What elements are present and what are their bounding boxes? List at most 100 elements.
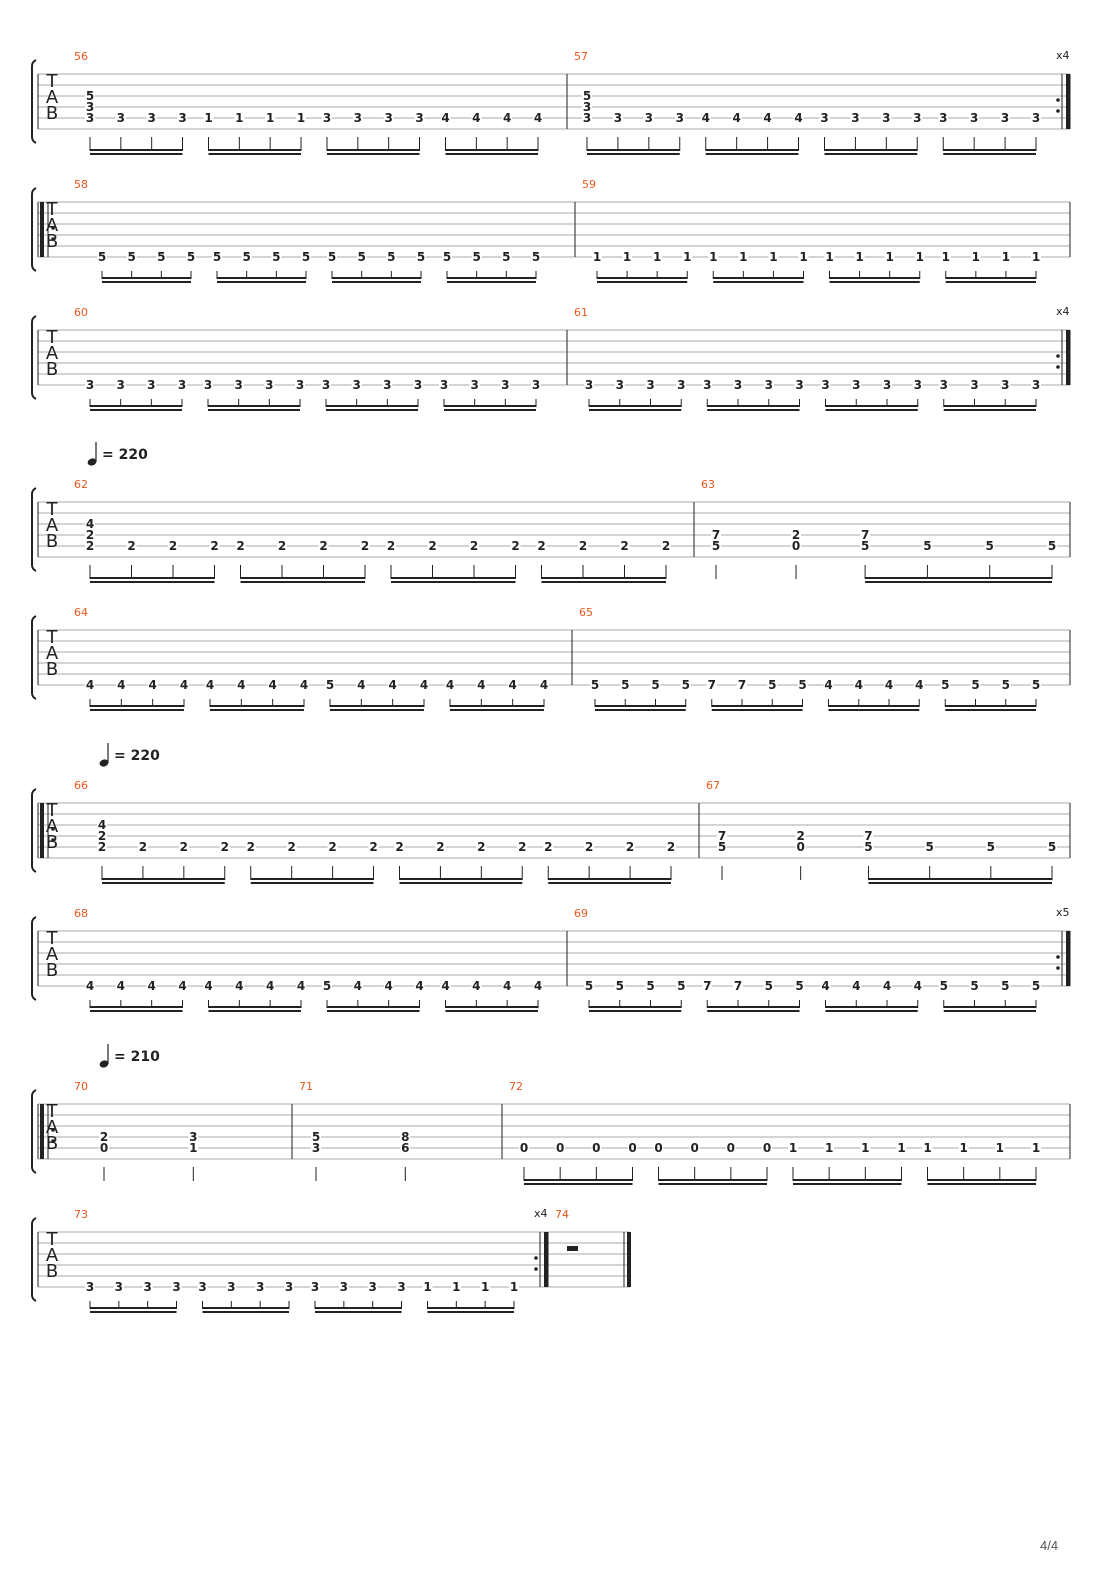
system-bracket [31, 916, 37, 1001]
fret-number: 1 [769, 250, 777, 264]
fret-mask [881, 112, 892, 124]
fret-number: 1 [452, 1280, 460, 1294]
measure-number: 66 [74, 779, 88, 792]
fret-number: 4 [540, 678, 548, 692]
fret-number: 5 [621, 678, 629, 692]
beam [240, 577, 365, 579]
fret-mask [209, 540, 220, 552]
system-bracket [31, 788, 37, 873]
fret-number: 2 [287, 840, 295, 854]
fret-number: 5 [1032, 678, 1040, 692]
measure-number: 56 [74, 50, 88, 63]
fret-mask [368, 841, 379, 853]
fret-mask [147, 679, 158, 691]
fret-mask [126, 540, 137, 552]
fret-mask [451, 1281, 462, 1293]
fret-number: 4 [86, 678, 94, 692]
fret-mask [203, 379, 213, 391]
beam [102, 878, 225, 880]
fret-mask [85, 540, 95, 552]
fret-number: 4 [147, 979, 155, 993]
fret-number: 0 [592, 1141, 600, 1155]
fret-number: 2 [579, 539, 587, 553]
fret-number: 4 [86, 979, 94, 993]
tab-clef-letter: B [46, 231, 58, 252]
fret-number: 1 [739, 250, 747, 264]
fret-number: 3 [734, 378, 742, 392]
tab-clef-letter: T [46, 928, 59, 949]
tab-clef-letter: T [46, 199, 59, 220]
fret-number: 3 [415, 111, 423, 125]
fret-mask [480, 1281, 491, 1293]
fret-number: 3 [86, 1280, 94, 1294]
fret-number: 5 [312, 1130, 320, 1144]
repeat-count: x4 [534, 1207, 548, 1220]
beam [217, 277, 306, 279]
beam [90, 1307, 177, 1309]
fret-number: 3 [86, 100, 94, 114]
fret-number: 3 [227, 1280, 235, 1294]
fret-mask [310, 1281, 320, 1293]
fret-mask [661, 540, 671, 552]
fret-number: 3 [970, 111, 978, 125]
fret-mask [156, 251, 167, 263]
fret-mask [394, 841, 405, 853]
fret-number: 3 [256, 1280, 264, 1294]
fret-number: 5 [1048, 539, 1056, 553]
fret-number: 3 [384, 111, 392, 125]
beam [943, 153, 1036, 155]
fret-mask [439, 379, 449, 391]
fret-mask [367, 1281, 378, 1293]
fret-mask [471, 112, 482, 124]
beam [445, 1010, 538, 1012]
beam [713, 277, 804, 279]
tab-clef-letter: T [46, 71, 59, 92]
fret-mask [509, 1281, 519, 1293]
repeat-start-thick-bar [40, 1104, 44, 1159]
repeat-dot [1056, 109, 1060, 113]
fret-mask [383, 112, 394, 124]
beam [824, 153, 918, 155]
fret-mask [711, 540, 721, 552]
beam [450, 709, 544, 711]
fret-mask [85, 379, 95, 391]
tab-clef-letter: B [46, 832, 58, 853]
beam [943, 1006, 1036, 1008]
beam [427, 1311, 514, 1313]
measure-number: 67 [706, 779, 720, 792]
fret-number: 4 [178, 979, 186, 993]
fret-number: 2 [436, 840, 444, 854]
fret-number: 5 [768, 678, 776, 692]
tab-clef-letter: B [46, 1133, 58, 1154]
fret-number: 3 [677, 378, 685, 392]
fret-number: 4 [472, 979, 480, 993]
fret-number: 5 [127, 250, 135, 264]
fret-mask [824, 251, 835, 263]
fret-mask [327, 841, 338, 853]
fret-number: 2 [169, 539, 177, 553]
fret-number: 3 [882, 111, 890, 125]
fret-mask [680, 679, 691, 691]
fret-number: 4 [384, 979, 392, 993]
fret-mask [938, 980, 949, 992]
fret-mask [969, 112, 980, 124]
fret-number: 3 [198, 1280, 206, 1294]
fret-mask [969, 379, 980, 391]
beam [447, 281, 536, 283]
fret-mask [295, 379, 305, 391]
fret-number: 4 [883, 979, 891, 993]
beam [391, 581, 516, 583]
fret-mask [1047, 540, 1057, 552]
repeat-dot [51, 226, 55, 230]
measure-number: 73 [74, 1208, 88, 1221]
repeat-start-thick-bar [40, 202, 44, 257]
fret-mask [653, 1142, 664, 1154]
fret-mask [543, 841, 554, 853]
fret-mask [137, 841, 148, 853]
fret-number: 3 [616, 378, 624, 392]
fret-number: 4 [446, 678, 454, 692]
beam [595, 705, 686, 707]
fret-number: 2 [662, 539, 670, 553]
beam [450, 705, 544, 707]
fret-mask [940, 679, 951, 691]
